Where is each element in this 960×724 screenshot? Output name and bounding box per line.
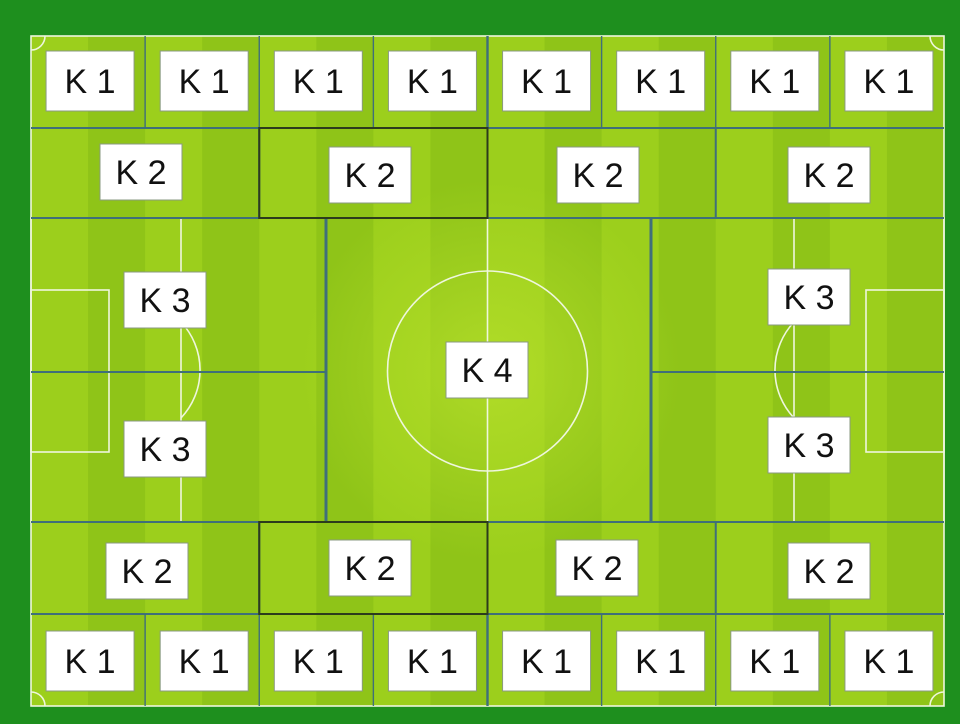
label-text: K 2 [572,157,623,195]
label-top-k1: K 1 [46,51,134,111]
label-text: K 1 [65,63,116,101]
label-bottom-k2: K 2 [329,540,411,596]
label-top-k2: K 2 [557,147,639,203]
label-text: K 2 [115,154,166,192]
label-bottom-k1: K 1 [160,631,248,691]
label-text: K 1 [65,643,116,681]
label-top-k1: K 1 [388,51,476,111]
label-text: K 2 [344,550,395,588]
label-top-k2: K 2 [100,144,182,200]
label-text: K 1 [179,63,230,101]
label-text: K 1 [407,63,458,101]
label-bottom-k1: K 1 [46,631,134,691]
label-text: K 2 [344,157,395,195]
label-text: K 2 [803,157,854,195]
label-bottom-k1: K 1 [731,631,819,691]
label-bottom-k2: K 2 [556,540,638,596]
label-text: K 1 [179,643,230,681]
label-center-k4: K 4 [446,342,528,398]
label-text: K 1 [635,643,686,681]
label-bottom-k2: K 2 [788,543,870,599]
label-top-k1: K 1 [617,51,705,111]
label-right-k3: K 3 [768,269,850,325]
label-bottom-k1: K 1 [274,631,362,691]
label-left-k3: K 3 [124,272,206,328]
label-top-k1: K 1 [731,51,819,111]
label-bottom-k2: K 2 [106,543,188,599]
label-top-k1: K 1 [160,51,248,111]
label-text: K 1 [521,643,572,681]
label-left-k3: K 3 [124,421,206,477]
label-text: K 1 [863,63,914,101]
label-text: K 2 [121,553,172,591]
label-text: K 1 [749,643,800,681]
label-text: K 1 [293,63,344,101]
label-text: K 3 [783,279,834,317]
label-top-k1: K 1 [503,51,591,111]
label-top-k2: K 2 [329,147,411,203]
label-text: K 1 [635,63,686,101]
label-text: K 3 [783,427,834,465]
label-text: K 4 [461,352,512,390]
label-text: K 1 [863,643,914,681]
label-text: K 2 [571,550,622,588]
label-text: K 1 [521,63,572,101]
label-text: K 2 [803,553,854,591]
label-top-k1: K 1 [274,51,362,111]
label-text: K 1 [407,643,458,681]
label-right-k3: K 3 [768,417,850,473]
label-text: K 3 [139,282,190,320]
label-bottom-k1: K 1 [845,631,933,691]
label-top-k2: K 2 [788,147,870,203]
label-text: K 1 [293,643,344,681]
label-top-k1: K 1 [845,51,933,111]
label-bottom-k1: K 1 [617,631,705,691]
label-bottom-k1: K 1 [388,631,476,691]
label-bottom-k1: K 1 [503,631,591,691]
label-text: K 1 [749,63,800,101]
label-text: K 3 [139,431,190,469]
